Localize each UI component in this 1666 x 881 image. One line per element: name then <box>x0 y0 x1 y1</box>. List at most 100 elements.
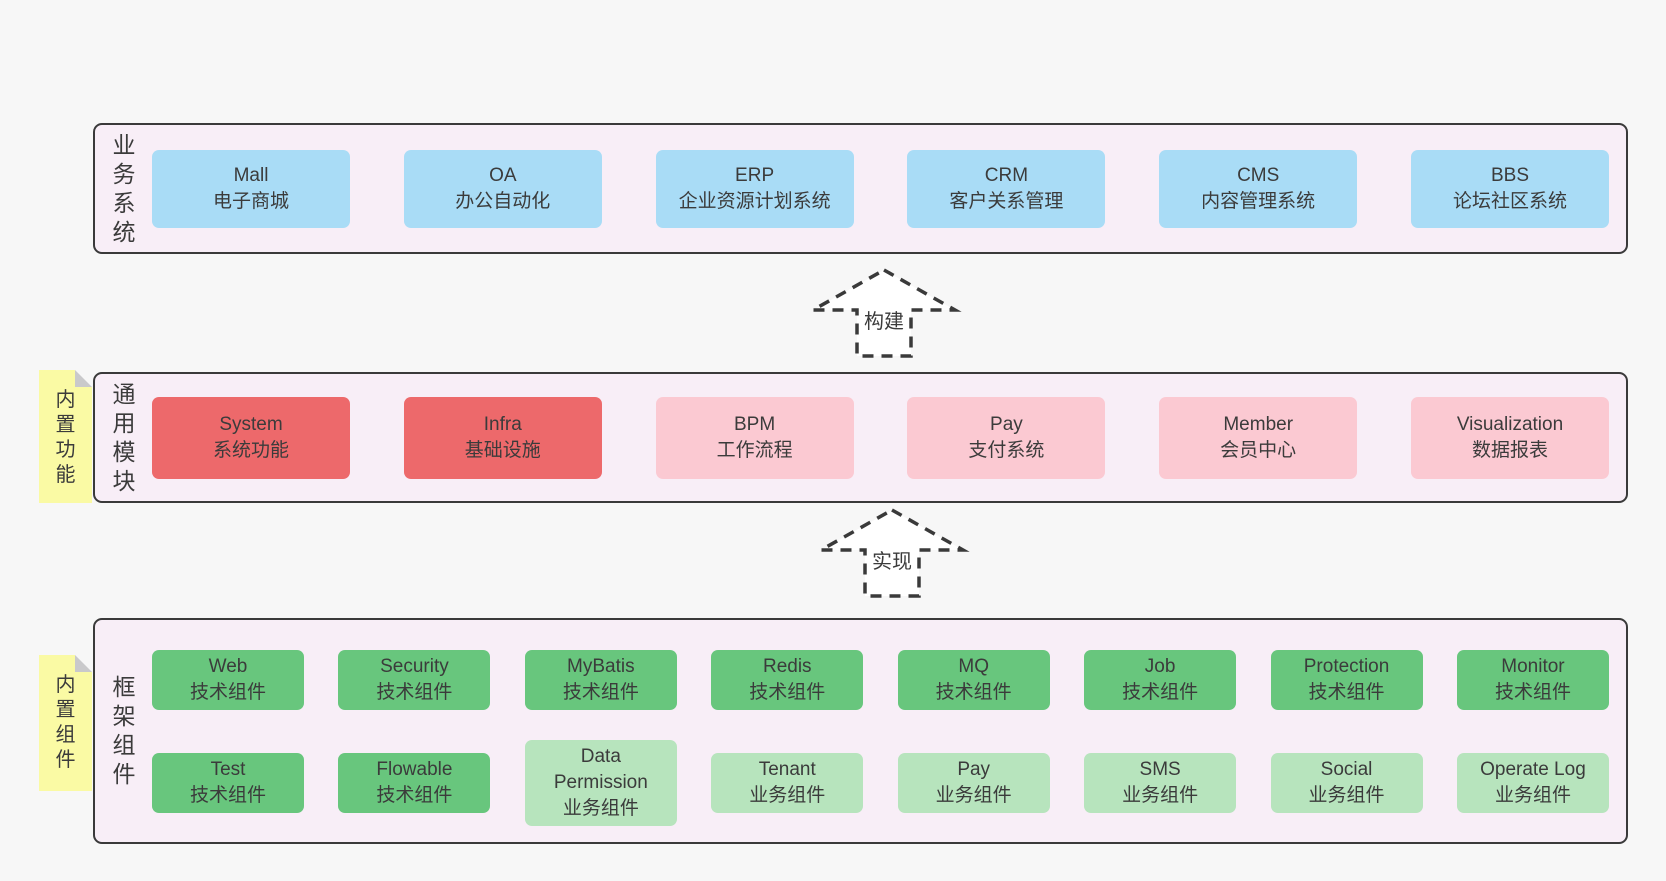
band-label-framework-components: 框架组件 <box>112 674 136 787</box>
module-subtitle: 基础设施 <box>464 439 541 461</box>
module-box-bpm: BPM 工作流程 <box>655 396 854 479</box>
module-title: Visualization <box>1456 413 1564 435</box>
module-title: Job <box>1144 655 1176 677</box>
module-title: Tenant <box>758 758 816 780</box>
module-title: SMS <box>1139 758 1181 780</box>
module-title: MyBatis <box>567 655 635 677</box>
module-subtitle: 内容管理系统 <box>1201 190 1316 212</box>
module-subtitle: 技术组件 <box>562 681 639 703</box>
dashed-up-arrow-shape <box>814 507 970 598</box>
module-title: Monitor <box>1501 655 1565 677</box>
module-subtitle: 技术组件 <box>376 681 453 703</box>
module-box-pay: Pay 支付系统 <box>907 396 1106 479</box>
dashed-up-arrow-shape <box>806 267 962 358</box>
module-title: Member <box>1223 413 1294 435</box>
band-common-modules: 通用模块 System 系统功能 Infra 基础设施 BPM 工作流程 Pay 支付系统 Me… <box>93 372 1628 503</box>
module-title: OA <box>489 164 517 186</box>
module-title: Web <box>208 655 248 677</box>
module-box-web: Web 技术组件 <box>152 649 304 710</box>
module-subtitle: 技术组件 <box>1122 681 1199 703</box>
module-subtitle: 系统功能 <box>212 439 289 461</box>
band-label-business-systems: 业务系统 <box>112 131 136 245</box>
module-subtitle: 业务组件 <box>562 797 639 819</box>
arrow-up-build: 构建 <box>806 267 962 358</box>
module-title: MQ <box>958 655 989 677</box>
module-subtitle: 业务组件 <box>935 784 1012 806</box>
module-subtitle: 业务组件 <box>1494 784 1571 806</box>
module-box-security: Security 技术组件 <box>338 649 491 710</box>
module-box-crm: CRM 客户关系管理 <box>907 149 1106 228</box>
module-box-infra: Infra 基础设施 <box>403 396 602 479</box>
module-subtitle: 工作流程 <box>716 439 793 461</box>
module-box-redis: Redis 技术组件 <box>711 649 864 710</box>
module-box-visualization: Visualization 数据报表 <box>1410 396 1609 479</box>
module-subtitle: 客户关系管理 <box>949 190 1064 212</box>
sticky-note-builtin-features: 内置功能 <box>39 370 92 503</box>
module-title: Flowable <box>376 758 453 780</box>
module-title: BPM <box>734 413 776 435</box>
module-box-mybatis: MyBatis 技术组件 <box>524 649 677 710</box>
module-subtitle: 业务组件 <box>1122 784 1199 806</box>
module-title: Mall <box>233 164 269 186</box>
module-subtitle: 办公自动化 <box>455 190 551 212</box>
sticky-note-label: 内置组件 <box>55 674 76 771</box>
module-subtitle: 电子商城 <box>212 190 289 212</box>
module-box-tenant: Tenant 业务组件 <box>711 752 864 813</box>
module-box-member: Member 会员中心 <box>1159 396 1358 479</box>
band-label-common-modules: 通用模块 <box>112 380 136 494</box>
module-box-job: Job 技术组件 <box>1084 649 1237 710</box>
module-subtitle: 数据报表 <box>1471 439 1548 461</box>
module-title: Social <box>1320 758 1373 780</box>
module-title: BBS <box>1490 164 1529 186</box>
module-subtitle: 技术组件 <box>376 784 453 806</box>
arrow-label-build: 构建 <box>864 310 904 333</box>
module-box-system: System 系统功能 <box>152 396 350 479</box>
module-title: CMS <box>1237 164 1280 186</box>
module-title: System <box>219 413 283 435</box>
module-subtitle: 技术组件 <box>189 681 266 703</box>
module-subtitle: 技术组件 <box>935 681 1012 703</box>
module-title: Redis <box>762 655 812 677</box>
module-subtitle: 业务组件 <box>749 784 826 806</box>
module-subtitle: 技术组件 <box>749 681 826 703</box>
module-subtitle: 会员中心 <box>1220 439 1297 461</box>
sticky-note-label: 内置功能 <box>55 389 76 486</box>
module-title: Pay <box>957 758 991 780</box>
module-title: Security <box>380 655 449 677</box>
module-subtitle: 企业资源计划系统 <box>678 190 831 212</box>
module-title: Test <box>210 758 246 780</box>
arrow-label-implement: 实现 <box>872 550 912 573</box>
module-subtitle: 论坛社区系统 <box>1452 190 1567 212</box>
module-box-cms: CMS 内容管理系统 <box>1159 149 1358 228</box>
module-subtitle: 技术组件 <box>189 784 266 806</box>
module-box-flowable: Flowable 技术组件 <box>338 752 491 813</box>
module-subtitle: 技术组件 <box>1494 681 1571 703</box>
arrow-up-implement: 实现 <box>814 507 970 598</box>
module-box-data-permission: Data Permission 业务组件 <box>524 739 677 826</box>
module-title: Protection <box>1303 655 1390 677</box>
business-systems-boxes: Mall 电子商城 OA 办公自动化 ERP 企业资源计划系统 CRM 客户关系管理 CMS 内容… <box>152 125 1626 252</box>
module-title: Infra <box>483 413 522 435</box>
module-title: ERP <box>735 164 775 186</box>
module-box-mall: Mall 电子商城 <box>152 149 350 228</box>
sticky-note-builtin-components: 内置组件 <box>39 655 92 791</box>
sticky-fold-corner <box>75 370 92 387</box>
band-business-systems: 业务系统 Mall 电子商城 OA 办公自动化 ERP 企业资源计划系统 CRM 客户关系管理… <box>93 123 1628 254</box>
module-box-social: Social 业务组件 <box>1270 752 1423 813</box>
module-title: CRM <box>984 164 1029 186</box>
module-subtitle: 业务组件 <box>1308 784 1385 806</box>
common-modules-boxes: System 系统功能 Infra 基础设施 BPM 工作流程 Pay 支付系统 Member 会… <box>152 374 1626 501</box>
module-box-test: Test 技术组件 <box>152 752 304 813</box>
module-subtitle: 支付系统 <box>968 439 1045 461</box>
module-title: Pay <box>990 413 1023 435</box>
module-box-pay: Pay 业务组件 <box>897 752 1050 813</box>
module-box-oa: OA 办公自动化 <box>403 149 602 228</box>
module-box-erp: ERP 企业资源计划系统 <box>655 149 854 228</box>
module-title: Data Permission <box>553 745 648 793</box>
module-box-sms: SMS 业务组件 <box>1084 752 1237 813</box>
